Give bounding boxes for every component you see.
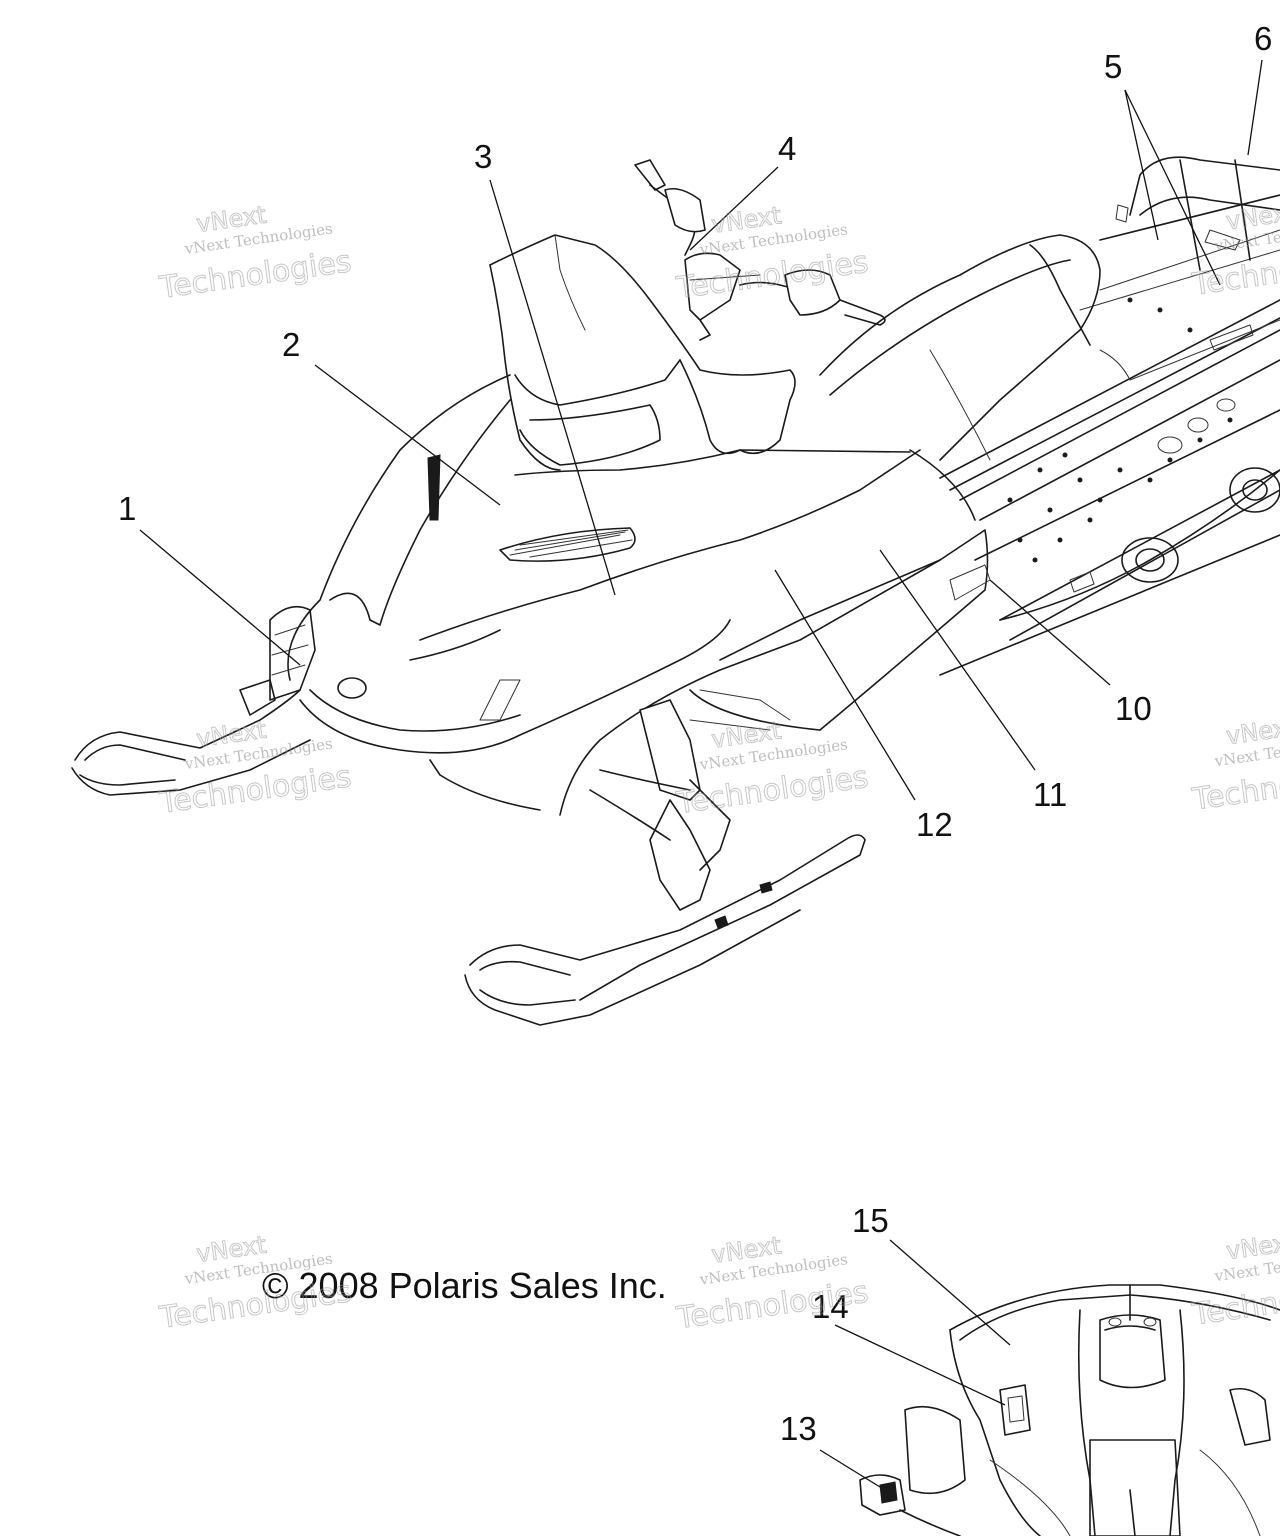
left-ski (71, 605, 316, 796)
copyright-text: © 2008 Polaris Sales Inc. (262, 1265, 667, 1306)
callout-6: 6 (1254, 20, 1272, 57)
watermark-9: vNext vNext Technologies Technologies (1189, 1227, 1280, 1333)
right-ski (464, 689, 866, 1026)
callout-2: 2 (282, 326, 300, 363)
watermark-1: vNext vNext Technologies Technologies (156, 200, 354, 306)
callout-5: 5 (1104, 48, 1122, 85)
watermark-7: vNext vNext Technologies Technologies (156, 1230, 354, 1336)
callout-12: 12 (916, 806, 953, 843)
callout-15: 15 (852, 1202, 889, 1239)
watermarks: vNext vNext Technologies Technologies vN… (156, 197, 1280, 1336)
snowmobile-illustration (71, 156, 1280, 1536)
seat (819, 234, 1131, 461)
rear-top-view (859, 1284, 1280, 1536)
callout-4: 4 (778, 130, 796, 167)
callout-14: 14 (812, 1288, 849, 1325)
watermark-4: vNext vNext Technologies Technologies (673, 716, 871, 822)
callout-3: 3 (474, 138, 492, 175)
callout-numbers: 1 2 3 4 5 6 10 11 12 13 14 15 (118, 20, 1272, 1447)
leader-lines (139, 59, 1263, 1488)
callout-11: 11 (1033, 776, 1067, 813)
watermark-5: vNext vNext Technologies Technologies (1189, 197, 1280, 303)
rear-rack (1099, 156, 1280, 351)
hood-body (287, 374, 991, 816)
callout-10: 10 (1115, 690, 1152, 727)
tunnel-running-board (939, 229, 1280, 676)
callout-13: 13 (780, 1410, 817, 1447)
callout-1: 1 (118, 490, 136, 527)
watermark-6: vNext vNext Technologies Technologies (1189, 712, 1280, 818)
windshield (489, 234, 796, 471)
handlebars (634, 159, 886, 341)
